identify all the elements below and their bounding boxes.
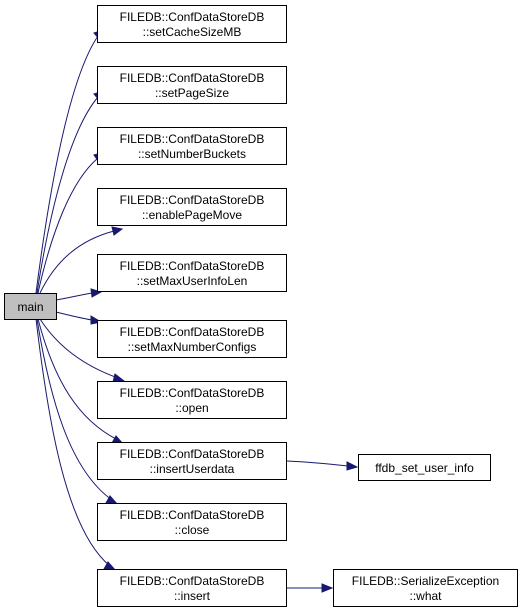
call-nodes: main FILEDB::ConfDataStoreDB ::setCacheS… bbox=[4, 5, 518, 607]
edge-main-insert bbox=[35, 318, 111, 567]
node-label-line1: FILEDB::ConfDataStoreDB bbox=[120, 325, 265, 339]
edge-main-setmaxnumberconfigs bbox=[55, 311, 93, 321]
edge-main-setcachesizemb bbox=[35, 35, 99, 294]
node-insertuserdata[interactable]: FILEDB::ConfDataStoreDB ::insertUserdata bbox=[97, 442, 287, 480]
node-label-line1: FILEDB::ConfDataStoreDB bbox=[120, 132, 265, 146]
node-setpagesize[interactable]: FILEDB::ConfDataStoreDB ::setPageSize bbox=[97, 66, 287, 104]
edge-insert-serializeexception-arrowhead bbox=[321, 583, 334, 593]
edge-main-open-arrowhead bbox=[112, 373, 126, 383]
edge-main-enablepagemove bbox=[39, 230, 115, 294]
node-label-line2: ::setNumberBuckets bbox=[138, 147, 246, 161]
node-label-line2: ::enablePageMove bbox=[142, 208, 242, 222]
node-setcachesizemb[interactable]: FILEDB::ConfDataStoreDB ::setCacheSizeMB bbox=[97, 5, 287, 43]
node-open[interactable]: FILEDB::ConfDataStoreDB ::open bbox=[97, 381, 287, 419]
node-main-label: main bbox=[17, 300, 43, 314]
node-label-line1: FILEDB::ConfDataStoreDB bbox=[120, 574, 265, 588]
node-label-line2: ::setCacheSizeMB bbox=[143, 25, 242, 39]
node-label-line1: FILEDB::ConfDataStoreDB bbox=[120, 508, 265, 522]
node-label-line1: FILEDB::ConfDataStoreDB bbox=[120, 10, 265, 24]
edge-main-insertuserdata bbox=[37, 318, 119, 441]
node-label-line2: ::what bbox=[409, 589, 442, 603]
node-label-line2: ::open bbox=[175, 401, 208, 415]
node-label-line1: FILEDB::ConfDataStoreDB bbox=[120, 447, 265, 461]
node-label-line1: FILEDB::ConfDataStoreDB bbox=[120, 193, 265, 207]
node-setnumberbuckets[interactable]: FILEDB::ConfDataStoreDB ::setNumberBucke… bbox=[97, 127, 287, 165]
node-label-line1: FILEDB::ConfDataStoreDB bbox=[120, 71, 265, 85]
edge-insertuserdata-ffdb-arrowhead bbox=[346, 461, 359, 471]
node-label-line2: ::close bbox=[175, 523, 210, 537]
edge-main-open bbox=[39, 318, 119, 379]
edge-main-setmaxuserinfolen bbox=[55, 292, 93, 301]
node-ffdb-set-user-info[interactable]: ffdb_set_user_info bbox=[358, 454, 491, 481]
edge-main-setpagesize bbox=[36, 96, 99, 294]
node-main[interactable]: main bbox=[4, 293, 57, 320]
node-label-line2: ::setPageSize bbox=[155, 86, 229, 100]
node-setmaxuserinfolen[interactable]: FILEDB::ConfDataStoreDB ::setMaxUserInfo… bbox=[97, 254, 287, 292]
node-close[interactable]: FILEDB::ConfDataStoreDB ::close bbox=[97, 503, 287, 541]
node-setmaxnumberconfigs[interactable]: FILEDB::ConfDataStoreDB ::setMaxNumberCo… bbox=[97, 320, 287, 358]
edge-main-close bbox=[36, 318, 113, 501]
edge-main-setmaxuserinfolen-arrowhead bbox=[90, 288, 103, 298]
edge-main-setnumberbuckets bbox=[37, 157, 99, 294]
node-enablepagemove[interactable]: FILEDB::ConfDataStoreDB ::enablePageMove bbox=[97, 188, 287, 226]
node-label-line2: ::insert bbox=[174, 589, 211, 603]
node-label-line2: ::setMaxNumberConfigs bbox=[128, 340, 257, 354]
node-label-line1: FILEDB::SerializeException bbox=[352, 574, 499, 588]
edge-main-enablepagemove-arrowhead bbox=[111, 226, 124, 236]
node-label-line1: FILEDB::ConfDataStoreDB bbox=[120, 386, 265, 400]
node-ffdb-set-user-info-label: ffdb_set_user_info bbox=[375, 461, 474, 475]
node-insert[interactable]: FILEDB::ConfDataStoreDB ::insert bbox=[97, 569, 287, 607]
node-label-line2: ::insertUserdata bbox=[150, 462, 235, 476]
node-label-line1: FILEDB::ConfDataStoreDB bbox=[120, 259, 265, 273]
edge-insertuserdata-ffdb bbox=[286, 460, 349, 467]
node-serializeexception-what[interactable]: FILEDB::SerializeException ::what bbox=[333, 569, 518, 607]
node-label-line2: ::setMaxUserInfoLen bbox=[137, 274, 248, 288]
